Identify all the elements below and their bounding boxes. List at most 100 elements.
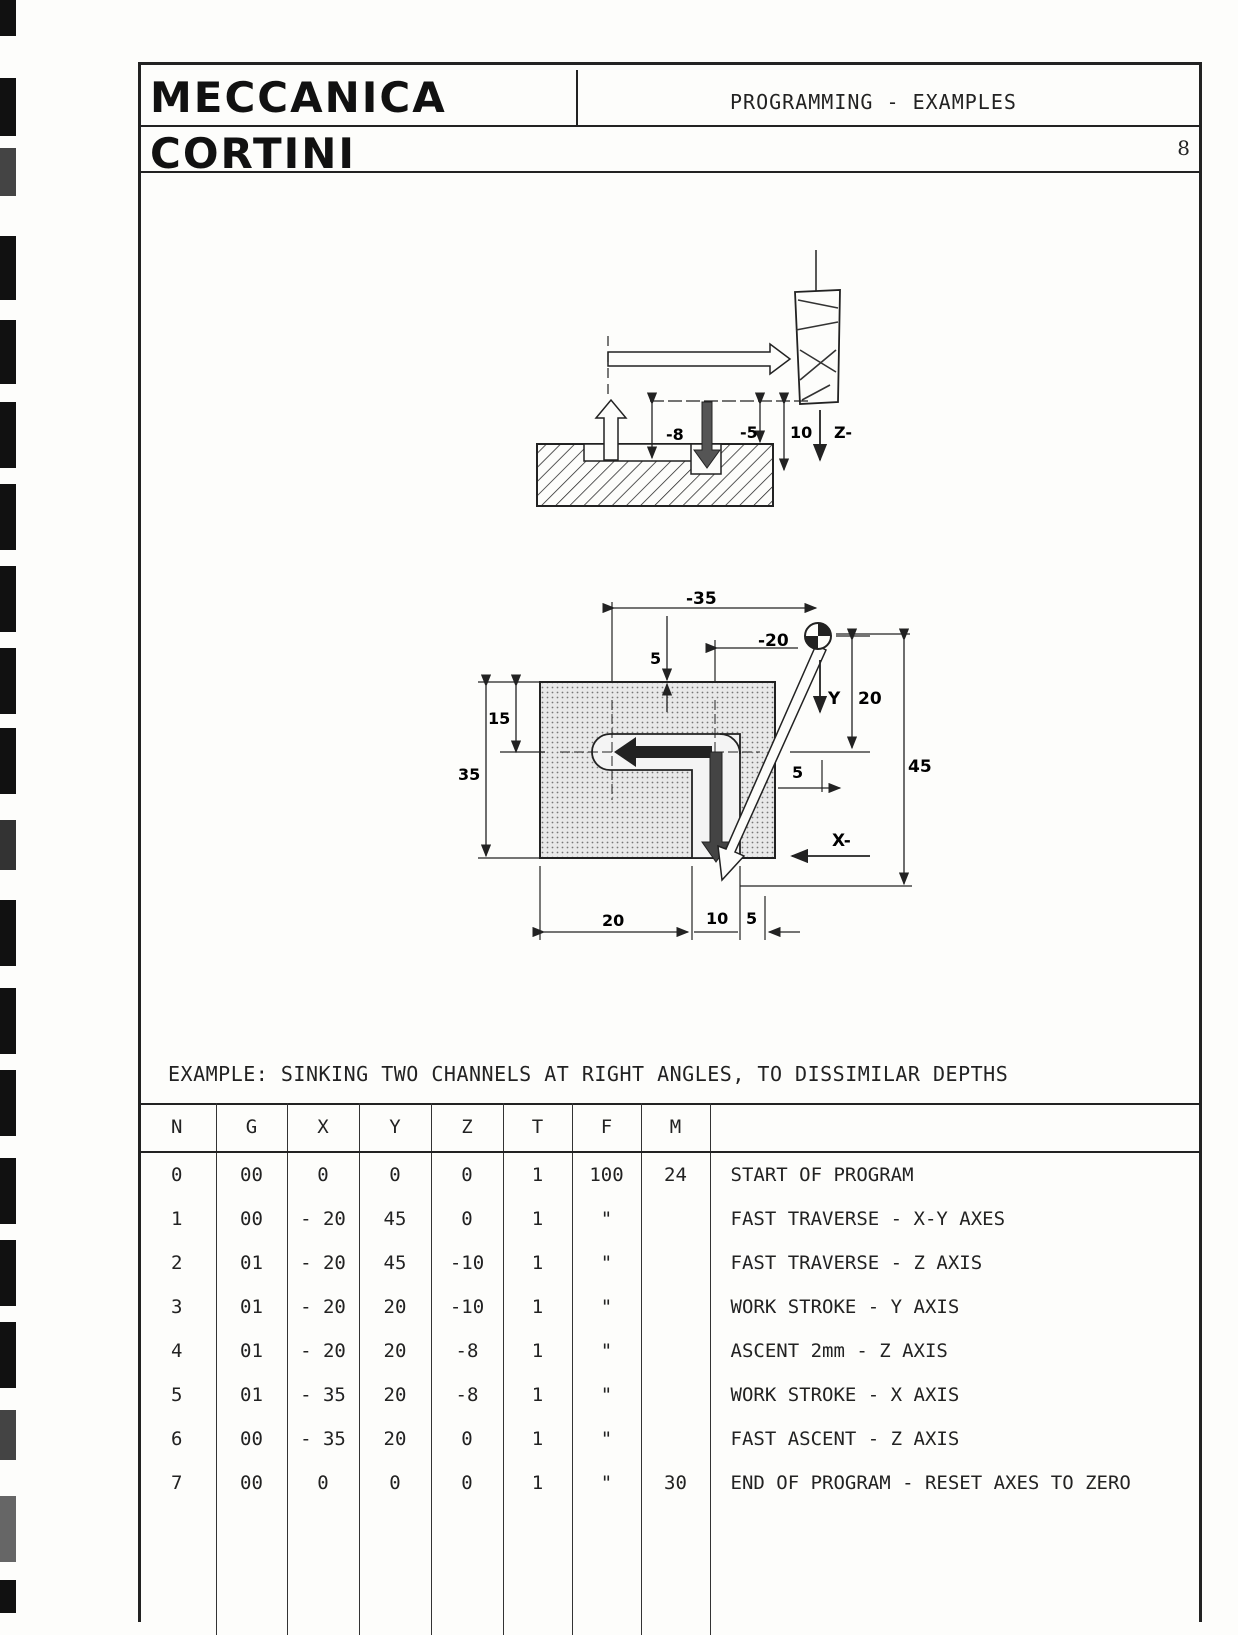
cell-n: 3	[171, 1296, 183, 1318]
column-header: T	[502, 1103, 572, 1153]
cell-f: "	[571, 1373, 641, 1417]
cell-y: 0	[358, 1152, 431, 1197]
cell-y: 20	[358, 1329, 431, 1373]
table-row: 7 00 0 0 0 1 " 30 END OF PROGRAM - RESET…	[138, 1461, 1202, 1505]
cell-z: 0	[430, 1461, 503, 1505]
binder-hole	[0, 988, 16, 1054]
cell-z: 0	[430, 1152, 503, 1197]
cell-m	[640, 1197, 710, 1241]
cell-f: "	[571, 1197, 641, 1241]
cell-t: 1	[502, 1329, 572, 1373]
table-row: 6 00 - 35 20 0 1 " FAST ASCENT - Z AXIS	[138, 1417, 1202, 1461]
technical-drawing: -8 -5 10 Z- -35 -20	[458, 250, 932, 940]
cell-g: 00	[215, 1461, 287, 1505]
cell-g: 01	[215, 1329, 287, 1373]
svg-text:5: 5	[792, 763, 803, 782]
cell-x: - 20	[286, 1197, 359, 1241]
example-caption: EXAMPLE: SINKING TWO CHANNELS AT RIGHT A…	[168, 1062, 1009, 1086]
column-header: Z	[430, 1103, 503, 1153]
page-title: PROGRAMMING - EXAMPLES	[730, 90, 1017, 114]
binder-hole	[0, 236, 16, 300]
cell-g: 01	[215, 1373, 287, 1417]
end-mill-tool	[794, 289, 841, 405]
table-row: 1 00 - 20 45 0 1 " FAST TRAVERSE - X-Y A…	[138, 1197, 1202, 1241]
cell-x: - 20	[286, 1241, 359, 1285]
company-logo: MECCANICA CORTINI	[150, 70, 578, 178]
binder-hole	[0, 1158, 16, 1224]
svg-text:20: 20	[602, 911, 624, 930]
table-empty-row	[138, 1505, 1202, 1635]
svg-text:-35: -35	[686, 589, 717, 609]
cell-z: 0	[430, 1417, 503, 1461]
cell-x: - 35	[286, 1373, 359, 1417]
cell-description: FAST TRAVERSE - Z AXIS	[709, 1241, 1202, 1285]
page-number: 8	[1177, 136, 1190, 160]
cell-y: 45	[358, 1197, 431, 1241]
table-row: 5 01 - 35 20 -8 1 " WORK STROKE - X AXIS	[138, 1373, 1202, 1417]
x-work-stroke-arrow	[614, 737, 712, 767]
diagonal-traverse-arrow	[717, 643, 827, 882]
cell-description: FAST TRAVERSE - X-Y AXES	[709, 1197, 1202, 1241]
svg-text:Y: Y	[827, 689, 841, 709]
cell-z: -8	[430, 1373, 503, 1417]
binder-hole	[0, 0, 16, 36]
svg-text:10: 10	[790, 423, 812, 442]
svg-text:10: 10	[706, 909, 728, 928]
cell-description: END OF PROGRAM - RESET AXES TO ZERO	[709, 1461, 1202, 1505]
cell-y: 20	[358, 1373, 431, 1417]
svg-text:X-: X-	[832, 831, 851, 851]
plan-view-diagram: -35 -20 5 Y 20 45 5 X- 15	[458, 589, 932, 940]
binder-hole	[0, 1410, 16, 1460]
column-header: Y	[358, 1103, 431, 1153]
cell-y: 0	[358, 1461, 431, 1505]
page-number-row	[138, 127, 1202, 173]
cell-z: -10	[430, 1241, 503, 1285]
binder-hole	[0, 320, 16, 384]
cell-description: FAST ASCENT - Z AXIS	[709, 1417, 1202, 1461]
cell-description: ASCENT 2mm - Z AXIS	[709, 1329, 1202, 1373]
cell-x: - 20	[286, 1285, 359, 1329]
cell-t: 1	[502, 1152, 572, 1197]
cell-t: 1	[502, 1461, 572, 1505]
cell-f: "	[571, 1241, 641, 1285]
binder-hole	[0, 484, 16, 550]
column-header: F	[571, 1103, 641, 1153]
cell-y: 20	[358, 1417, 431, 1461]
cell-n: 1	[171, 1208, 183, 1230]
cell-n: 5	[171, 1384, 183, 1406]
cell-m	[640, 1329, 710, 1373]
column-header: G	[215, 1103, 287, 1153]
column-header: X	[286, 1103, 359, 1153]
cell-g: 00	[215, 1417, 287, 1461]
binder-hole	[0, 820, 16, 870]
cell-t: 1	[502, 1197, 572, 1241]
binder-hole	[0, 78, 16, 136]
cell-description: WORK STROKE - X AXIS	[709, 1373, 1202, 1417]
table-row: 2 01 - 20 45 -10 1 " FAST TRAVERSE - Z A…	[138, 1241, 1202, 1285]
cell-t: 1	[502, 1241, 572, 1285]
cell-g: 00	[215, 1197, 287, 1241]
cell-x: - 20	[286, 1329, 359, 1373]
cell-m	[640, 1373, 710, 1417]
svg-text:35: 35	[458, 765, 480, 784]
table-header-row: N G X Y Z T F M	[138, 1103, 1202, 1153]
cell-m	[640, 1417, 710, 1461]
binder-hole	[0, 728, 16, 794]
binder-hole	[0, 1496, 16, 1562]
cell-f: 100	[571, 1152, 641, 1197]
svg-text:5: 5	[650, 649, 661, 668]
cell-n: 2	[171, 1252, 183, 1274]
cell-t: 1	[502, 1285, 572, 1329]
cell-g: 01	[215, 1241, 287, 1285]
table-row: 0 00 0 0 0 1 100 24 START OF PROGRAM	[138, 1152, 1202, 1197]
ascent-arrow	[594, 398, 628, 461]
svg-text:-8: -8	[666, 425, 684, 444]
program-table: N G X Y Z T F M 0 00 0 0 0 1 100 24 STAR…	[138, 1103, 1202, 1635]
table-row: 4 01 - 20 20 -8 1 " ASCENT 2mm - Z AXIS	[138, 1329, 1202, 1373]
fast-traverse-arrow	[607, 342, 792, 376]
header-row	[138, 62, 1202, 127]
cell-f: "	[571, 1461, 641, 1505]
cell-description: START OF PROGRAM	[709, 1152, 1202, 1197]
tool-origin-symbol	[804, 622, 832, 650]
binder-hole	[0, 1580, 16, 1613]
